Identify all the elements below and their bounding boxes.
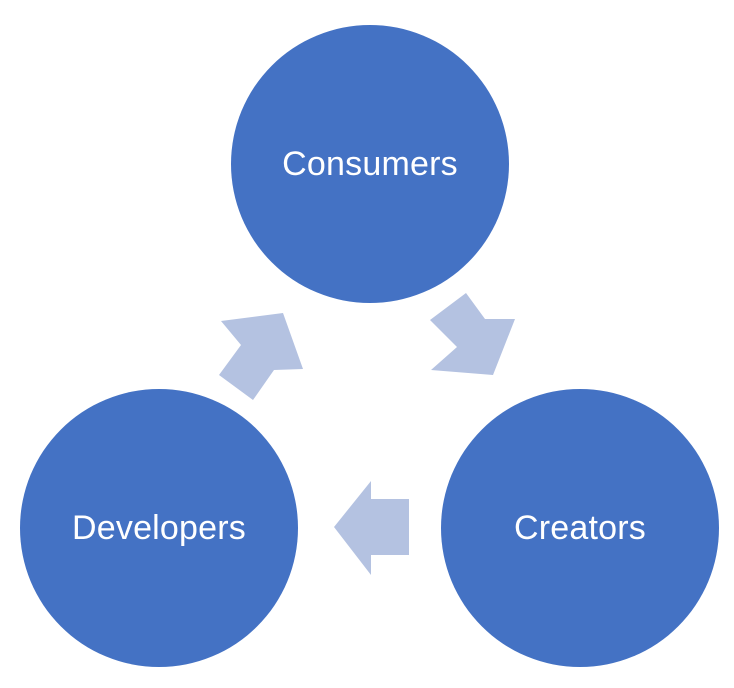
- creators-label: Creators: [514, 508, 646, 547]
- consumers-label: Consumers: [282, 144, 458, 183]
- consumers-node: Consumers: [231, 25, 509, 303]
- developers-node: Developers: [20, 389, 298, 667]
- developers-label: Developers: [72, 508, 246, 547]
- arrow-creators-to-developers-icon: [334, 481, 409, 575]
- arrow-developers-to-consumers-icon: [219, 313, 303, 400]
- creators-node: Creators: [441, 389, 719, 667]
- arrow-consumers-to-creators-icon: [430, 293, 515, 375]
